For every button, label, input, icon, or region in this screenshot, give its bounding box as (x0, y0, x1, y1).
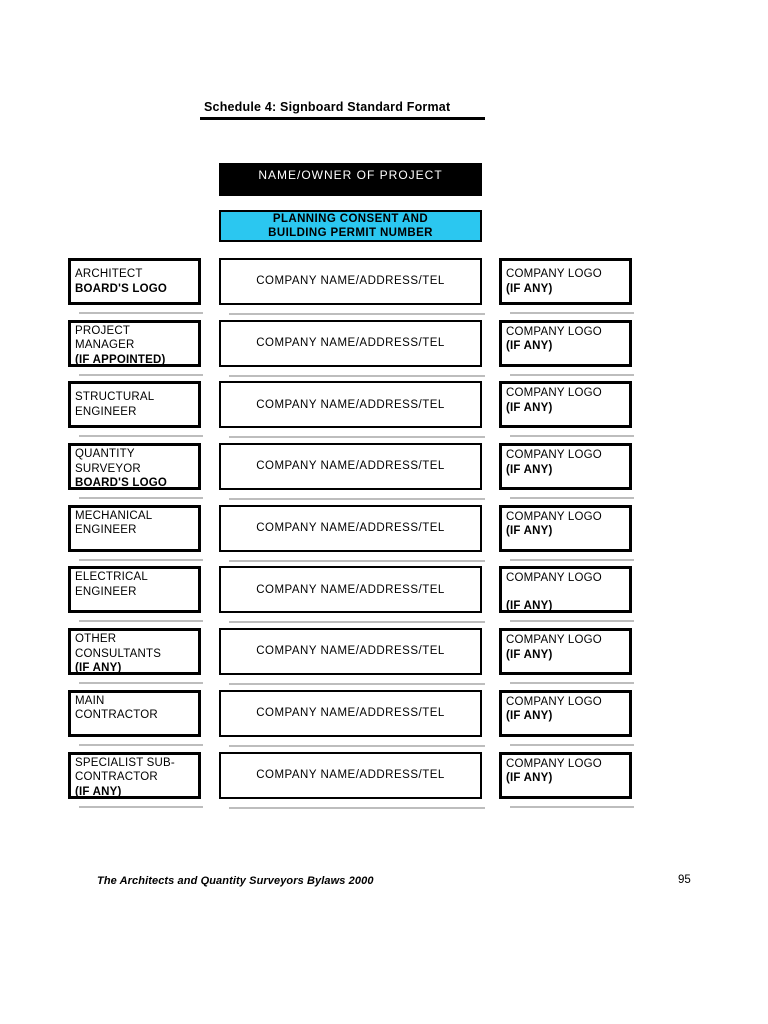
role-line: ENGINEER (75, 524, 137, 537)
logo-line: (IF ANY) (506, 340, 553, 353)
logo-line: COMPANY LOGO (506, 695, 602, 708)
company-logo-box: COMPANY LOGO (IF ANY) (499, 319, 634, 376)
project-name-banner: NAME/OWNER OF PROJECT (219, 163, 482, 196)
logo-line: COMPANY LOGO (506, 757, 602, 770)
company-label: COMPANY NAME/ADDRESS/TEL (256, 336, 445, 349)
company-logo-box: COMPANY LOGO (IF ANY) (499, 566, 634, 623)
role-line: CONSULTANTS (75, 647, 162, 660)
company-logo-box: COMPANY LOGO(IF ANY) (499, 443, 634, 500)
role-box: MECHANICAL ENGINEER (68, 504, 203, 561)
signboard-row: MAIN CONTRACTOR COMPANY NAME/ADDRESS/TEL CO… (68, 689, 634, 747)
company-logo-box: COMPANY LOGO(IF ANY) (499, 628, 634, 685)
company-label: COMPANY NAME/ADDRESS/TEL (256, 707, 445, 720)
project-name-banner-label: NAME/OWNER OF PROJECT (258, 168, 443, 182)
role-line: MAIN (75, 694, 105, 707)
signboard-row: ARCHITECT BOARD'S LOGO COMPANY NAME/ADDRES… (68, 258, 634, 315)
role-line: PROJECT (75, 324, 131, 337)
role-line: BOARD'S LOGO (75, 282, 168, 295)
company-logo-box: COMPANY LOGO (IF ANY) (499, 751, 634, 808)
company-logo-box: COMPANY LOGO (IF ANY) (499, 504, 634, 561)
company-label: COMPANY NAME/ADDRESS/TEL (256, 460, 445, 473)
role-box: MAIN CONTRACTOR (68, 689, 203, 746)
role-line: OTHER (75, 633, 117, 646)
logo-line: (IF ANY) (506, 463, 553, 476)
logo-line: (IF ANY) (506, 710, 553, 723)
company-box: COMPANY NAME/ADDRESS/TEL (219, 689, 485, 747)
page-title-text: Schedule 4: Signboard Standard Format (204, 100, 451, 114)
logo-line: (IF ANY) (506, 525, 553, 538)
company-box: COMPANY NAME/ADDRESS/TEL (219, 566, 485, 624)
logo-line: COMPANY LOGO (506, 572, 602, 585)
page-title: Schedule 4: Signboard Standard Format (200, 100, 485, 120)
company-label: COMPANY NAME/ADDRESS/TEL (256, 768, 445, 781)
logo-line: COMPANY LOGO (506, 449, 602, 462)
permit-banner: PLANNING CONSENT AND BUILDING PERMIT NUM… (219, 210, 482, 242)
role-line: ENGINEER (75, 585, 137, 598)
role-line: QUANTITY (75, 448, 135, 461)
logo-line: (IF ANY) (506, 282, 553, 295)
company-box: COMPANY NAME/ADDRESS/TEL (219, 319, 485, 377)
company-box: COMPANY NAME/ADDRESS/TEL (219, 443, 485, 501)
role-box: ARCHITECT BOARD'S LOGO (68, 258, 203, 314)
role-box: SPECIALIST SUB- CONTRACTOR (IF ANY) (68, 751, 203, 808)
role-line: STRUCTURAL (75, 391, 155, 404)
signboard-row: SPECIALIST SUB-CONTRACTOR(IF ANY)COMPANY… (68, 751, 634, 809)
company-logo-box: COMPANY LOGO (IF ANY) (499, 258, 634, 314)
signboard-grid: ARCHITECT BOARD'S LOGO COMPANY NAME/ADDRES… (68, 258, 634, 813)
company-logo-box: COMPANY LOGO(IF ANY) (499, 381, 634, 438)
company-label: COMPANY NAME/ADDRESS/TEL (256, 522, 445, 534)
role-line: (IF ANY) (75, 785, 122, 798)
logo-line: (IF ANY) (506, 648, 553, 661)
role-line: MANAGER (75, 339, 135, 352)
logo-line: COMPANY LOGO (506, 510, 602, 523)
company-box: COMPANY NAME/ADDRESS/TEL (219, 381, 485, 439)
role-line: ENGINEER (75, 405, 137, 418)
company-box: COMPANY NAME/ADDRESS/TEL (219, 751, 485, 809)
logo-line: (IF ANY) (506, 599, 553, 612)
role-line: CONTRACTOR (75, 771, 158, 783)
company-box: COMPANY NAME/ADDRESS/TEL (219, 258, 485, 315)
logo-line: COMPANY LOGO (506, 325, 602, 338)
role-line: SURVEYOR (75, 462, 141, 475)
role-box: PROJECT MANAGER(IF APPOINTED) (68, 319, 203, 376)
logo-line: (IF ANY) (506, 401, 553, 414)
role-line: (IF APPOINTED) (75, 353, 166, 366)
company-box: COMPANY NAME/ADDRESS/TEL (219, 628, 485, 686)
permit-banner-line1: PLANNING CONSENT AND (272, 213, 429, 225)
role-line: CONTRACTOR (75, 709, 158, 722)
company-label: COMPANY NAME/ADDRESS/TEL (256, 583, 445, 596)
logo-line: COMPANY LOGO (506, 387, 602, 400)
company-logo-box: COMPANY LOGO (IF ANY) (499, 689, 634, 746)
role-line: MECHANICAL (75, 509, 153, 522)
company-label: COMPANY NAME/ADDRESS/TEL (256, 398, 445, 411)
signboard-row: PROJECT MANAGER(IF APPOINTED) COMPANY NAME… (68, 319, 634, 377)
footer-citation: The Architects and Quantity Surveyors By… (97, 875, 374, 887)
company-label: COMPANY NAME/ADDRESS/TEL (256, 645, 445, 658)
page-number: 95 (678, 874, 691, 886)
company-label: COMPANY NAME/ADDRESS/TEL (256, 275, 445, 288)
logo-line: COMPANY LOGO (506, 268, 602, 280)
role-line: BOARD'S LOGO (75, 477, 168, 490)
logo-line: (IF ANY) (506, 772, 553, 784)
role-line: (IF ANY) (75, 662, 122, 675)
signboard-row: MECHANICAL ENGINEER COMPANY NAME/ADDRESS/T… (68, 504, 634, 562)
logo-line: COMPANY LOGO (506, 634, 602, 647)
permit-banner-line2: BUILDING PERMIT NUMBER (268, 226, 433, 239)
company-box: COMPANY NAME/ADDRESS/TEL (219, 504, 485, 562)
role-line: SPECIALIST SUB- (75, 756, 175, 769)
role-line: ELECTRICAL (75, 571, 148, 584)
role-line: ARCHITECT (75, 268, 143, 280)
